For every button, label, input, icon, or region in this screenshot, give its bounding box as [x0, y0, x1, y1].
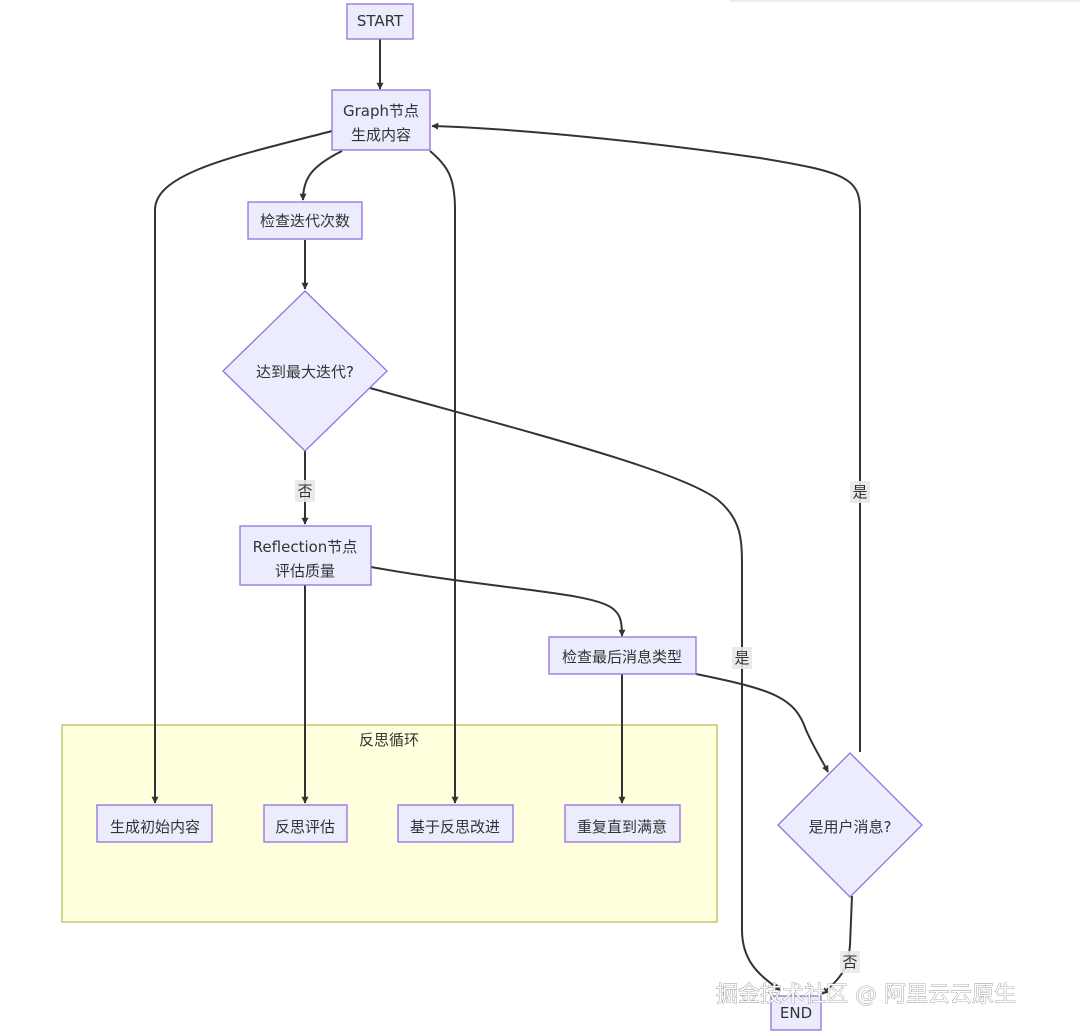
node-check-iterations: 检查迭代次数 [247, 201, 363, 240]
edge-isuser-graph [431, 122, 861, 752]
svg-text:否: 否 [297, 482, 312, 500]
edge-graph-geninitial [151, 130, 333, 804]
edge-graph-checkiter [299, 150, 343, 201]
node-graph-label-1: Graph节点 [343, 102, 419, 120]
node-reflect-evaluate-label: 反思评估 [275, 818, 335, 836]
svg-text:是: 是 [734, 649, 749, 667]
node-graph-label-2: 生成内容 [351, 126, 411, 144]
node-reflection: Reflection节点 评估质量 [239, 525, 372, 586]
node-end: END [770, 995, 822, 1031]
edge-maxiter-end [369, 387, 781, 991]
edge-label-yes-maxiter: 是 [732, 647, 752, 669]
node-reflect-evaluate: 反思评估 [263, 804, 348, 843]
cluster-title: 反思循环 [359, 731, 419, 749]
edge-checkmsg-isuser [695, 673, 829, 773]
watermark-text: 掘金技术社区 @ 阿里云云原生 [716, 983, 1016, 1008]
node-improve-label: 基于反思改进 [410, 818, 500, 836]
node-max-iterations-decision: 达到最大迭代? [222, 290, 388, 452]
node-repeat-until-satisfied: 重复直到满意 [564, 804, 681, 843]
node-graph: Graph节点 生成内容 [331, 89, 431, 151]
node-repeat-label: 重复直到满意 [577, 818, 667, 836]
edge-isuser-end [821, 895, 853, 995]
node-is-user-message-decision: 是用户消息? [777, 752, 923, 898]
edge-reflection-checkmsg [370, 566, 626, 637]
svg-text:是: 是 [852, 483, 867, 501]
node-generate-initial: 生成初始内容 [96, 804, 213, 843]
edge-label-no-isuser: 否 [840, 951, 860, 973]
node-end-label: END [780, 1004, 812, 1022]
node-reflection-label-2: 评估质量 [275, 562, 335, 580]
edge-label-no-maxiter: 否 [295, 480, 315, 502]
edge-label-yes-isuser: 是 [850, 481, 870, 503]
node-max-iterations-label: 达到最大迭代? [256, 363, 354, 381]
node-check-last-message: 检查最后消息类型 [548, 636, 697, 675]
node-is-user-message-label: 是用户消息? [809, 818, 892, 836]
svg-text:否: 否 [842, 953, 857, 971]
node-start-label: START [357, 12, 404, 30]
node-reflection-label-1: Reflection节点 [253, 538, 358, 556]
node-check-iterations-label: 检查迭代次数 [260, 212, 350, 230]
node-generate-initial-label: 生成初始内容 [110, 818, 200, 836]
node-start: START [346, 3, 414, 40]
node-check-last-message-label: 检查最后消息类型 [562, 648, 682, 666]
edge-graph-improve [429, 150, 459, 804]
node-improve: 基于反思改进 [397, 804, 514, 843]
